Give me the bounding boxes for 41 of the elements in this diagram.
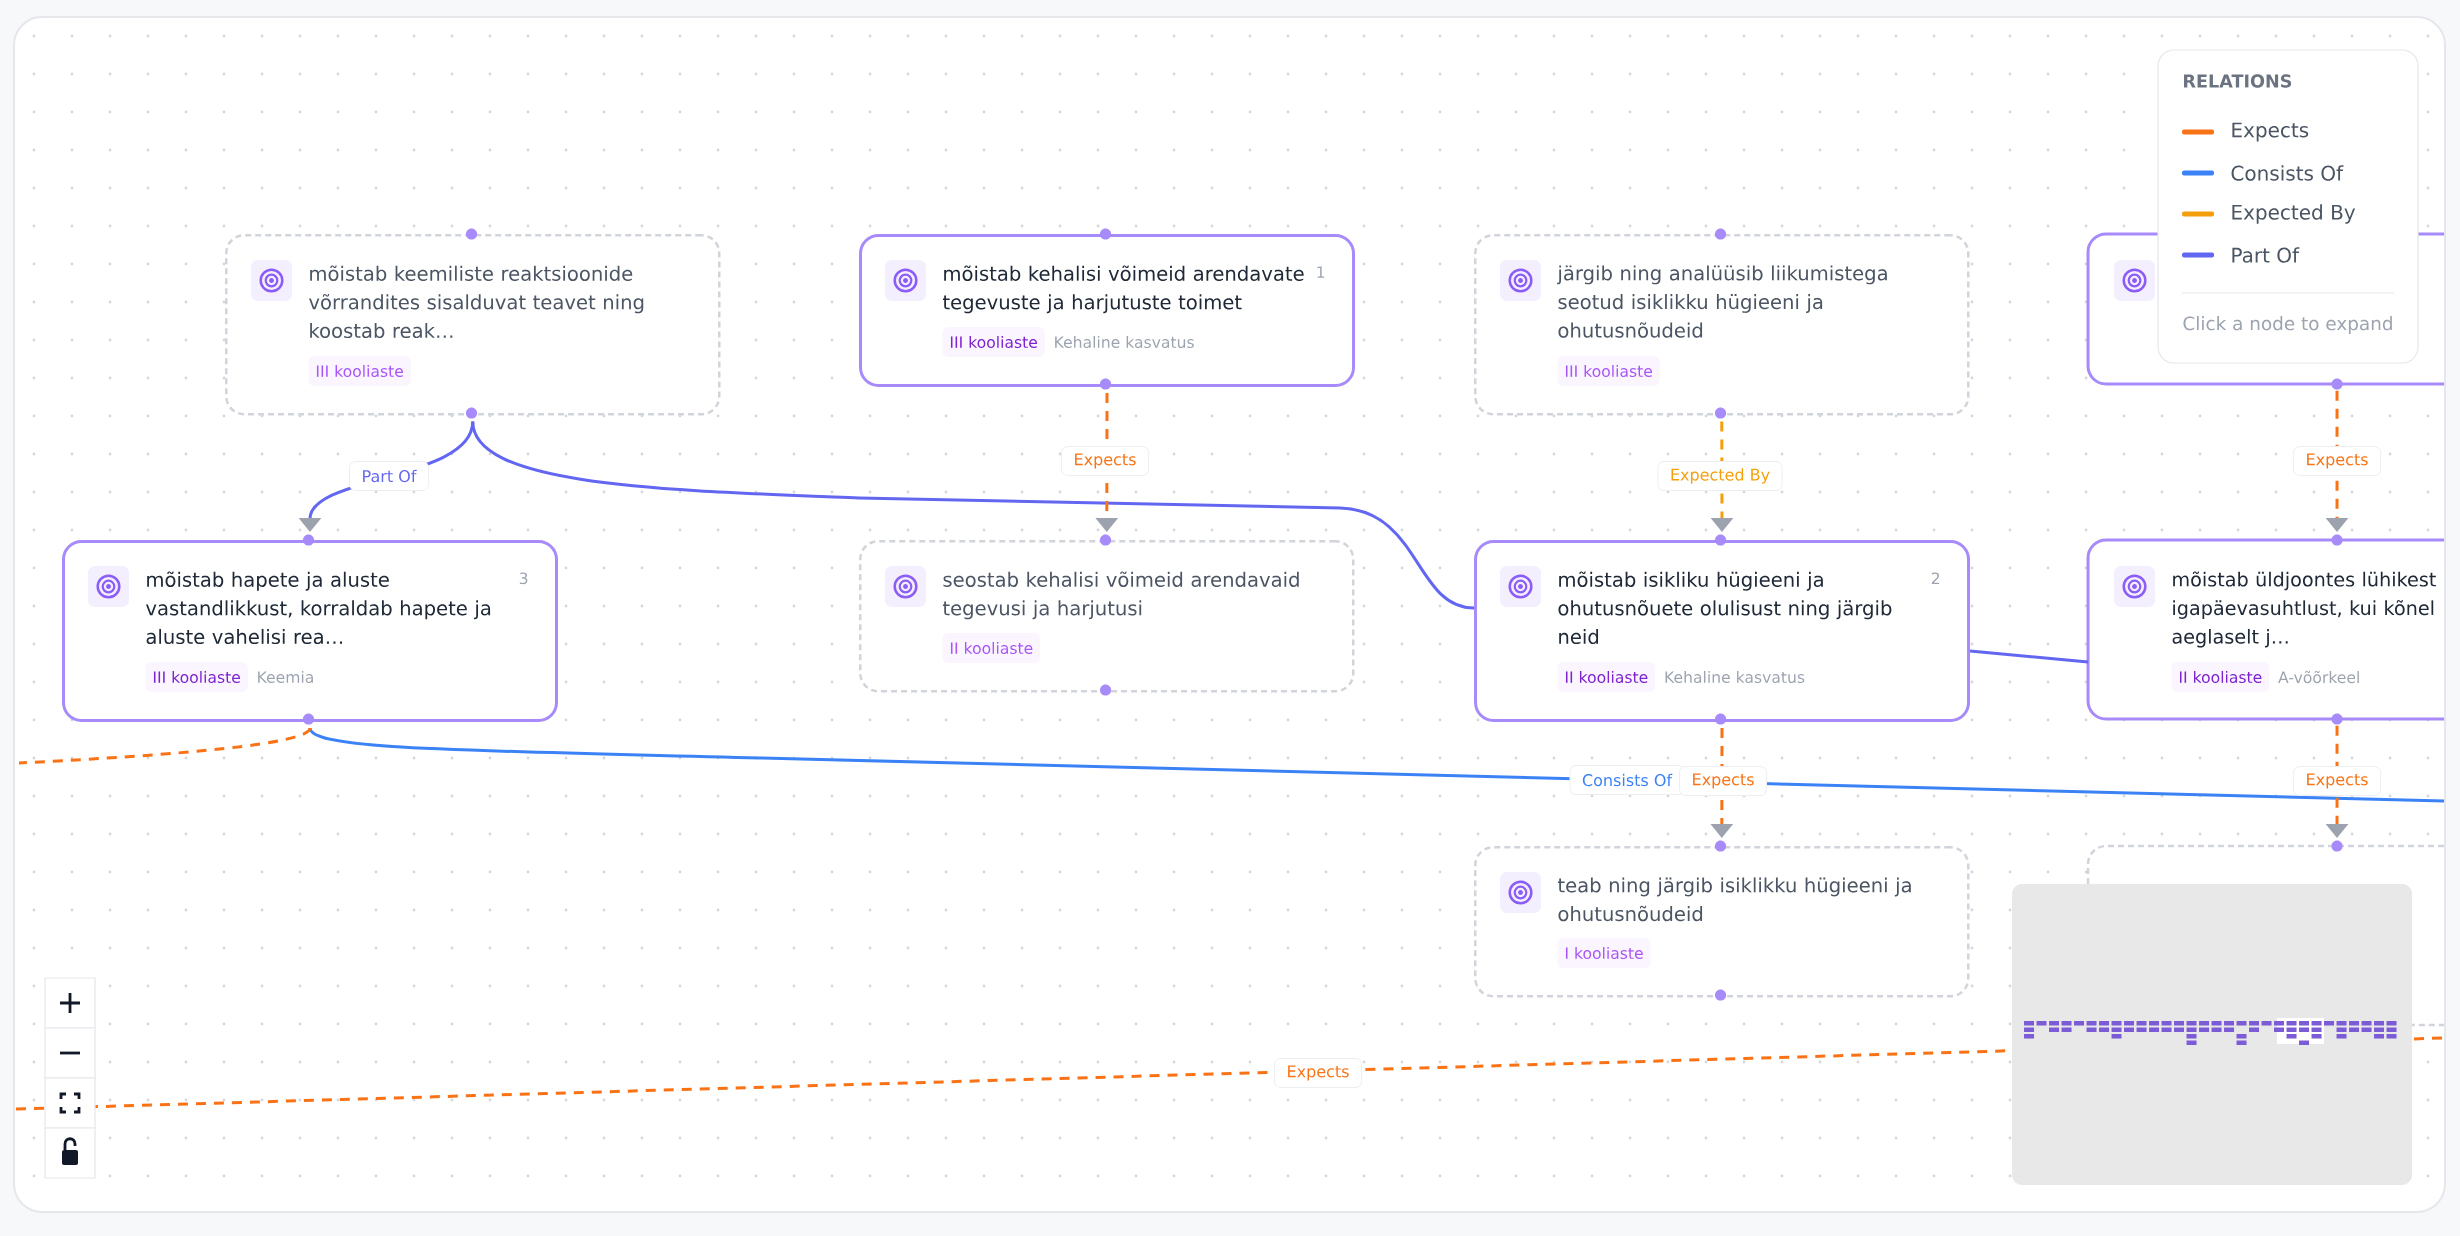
level-badge: I kooliaste <box>1557 938 1651 968</box>
legend-text: Expects <box>2232 122 2309 142</box>
node-text: mõistab kehalisi võimeid arendavate tegevuste ja harjutuste toimet <box>942 265 1304 314</box>
node-text: mõistab isikliku hügieeni ja ohutusnõuete olulisust ning järgib neid <box>1558 571 1892 645</box>
node-text: seostab kehalisi võimeid arendavaid tegevusi ja harjutusi <box>942 571 1299 620</box>
level-badge: III kooliaste <box>308 356 411 386</box>
legend-text: Consists Of <box>2231 165 2344 181</box>
level-badge: III kooliaste <box>942 327 1045 357</box>
line-label: Expects <box>1274 1058 1362 1088</box>
level-badge: II kooliaste <box>2171 662 2270 692</box>
node-text: teab ning järgib isiklikku hügieeni ja ohutusnõudeid <box>1557 877 1911 922</box>
edge-label: Consists Of <box>1569 765 1685 795</box>
edge-label: Part Of <box>349 461 429 491</box>
node-text: mõistab hapete ja aluste vastandlikkust, korraldab hapete ja aluste vahelisi rea… <box>146 571 491 645</box>
subject-text: Kehaline kasvatus <box>1665 670 1805 684</box>
subject-text: A-võõrkeel <box>2278 670 2359 684</box>
edge-label: Expects <box>2293 446 2382 476</box>
level-badge: II kooliaste <box>1557 662 1656 692</box>
node-text: mõistab üldjoontes lühikest igapäevasuhtlust, kui kõnel aeglaselt j… <box>2172 571 2436 648</box>
node-text: järgib ning analüüsib liikumistega seotud isiklikku hügieeni ja ohutusnõudeid <box>1557 265 1887 338</box>
item-number: 3 <box>519 572 528 585</box>
subject-text: Keemia <box>258 670 313 684</box>
level-badge: II kooliaste <box>942 633 1041 663</box>
connector-line <box>1969 649 2089 664</box>
edge-label: Expects <box>1061 446 1149 476</box>
item-number: 2 <box>1931 572 1940 584</box>
level-badge: III kooliaste <box>1557 356 1660 386</box>
hint-text: Click a node to expand <box>2183 316 2392 334</box>
edge-label: Expects <box>2293 766 2382 796</box>
legend-text: Part Of <box>2232 247 2300 263</box>
node-text: mõistab keemiliste reaktsioonide võrrandites sisalduvat teavet ning koostab reak… <box>309 265 644 339</box>
edge-label: Expects <box>1679 766 1767 796</box>
edge-label: Expected By <box>1657 461 1783 491</box>
subject-text: Kehaline kasvatus <box>1055 335 1194 349</box>
connector-line <box>18 727 312 765</box>
item-number: 1 <box>1317 266 1325 278</box>
legend-text: Expected By <box>2232 204 2356 224</box>
connector-line <box>309 726 2445 803</box>
connector-line <box>471 421 1475 610</box>
level-badge: III kooliaste <box>145 662 248 692</box>
legend-title: RELATIONS <box>2184 74 2292 88</box>
